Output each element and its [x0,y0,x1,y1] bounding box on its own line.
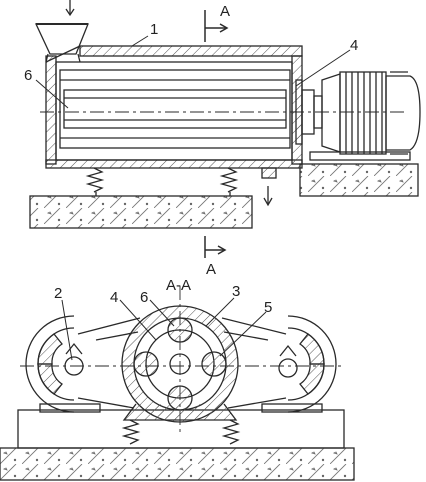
support-spring-section-right [221,419,241,445]
leader-1 [131,35,149,47]
support-spring-left [85,167,105,196]
leader-6 [35,79,69,109]
callout-s5: 5 [264,299,272,316]
support-spring-section-left [121,419,141,445]
section-view-drawing [0,286,355,481]
callout-6: 6 [24,67,32,84]
top-view-drawing [29,0,421,258]
labels: 1 4 6 A A A-A 2 4 6 3 5 [24,3,358,316]
rod-right [201,351,227,377]
foundation-slab-left [29,195,253,229]
callout-1: 1 [150,21,158,38]
electric-motor [309,71,421,161]
callout-s3: 3 [232,283,240,300]
discharge-chute [261,167,277,207]
callout-s2: 2 [54,285,62,302]
leader-s2 [61,299,73,361]
frame-plates [77,317,287,409]
section-mark-bottom [204,236,227,258]
section-letter-bottom: A [206,261,216,278]
section-title: A-A [166,277,191,294]
callout-s4: 4 [110,289,118,306]
support-spring-right [219,167,239,196]
feed-arrow [65,0,75,17]
callout-4: 4 [350,37,358,54]
leader-4 [295,49,351,87]
section-letter-top: A [220,3,230,20]
leader-s5 [219,311,267,357]
leader-s4 [119,299,157,341]
bearing-left [25,315,101,413]
drum [59,69,291,149]
bearing-right [261,315,337,413]
section-mark-top [204,10,229,42]
leader-s6 [149,299,175,327]
floor-concrete [0,447,355,481]
foundation-slab-motor [299,163,419,197]
rod-left [133,351,159,377]
callout-s6: 6 [140,289,148,306]
hopper [34,23,89,63]
leader-s3 [205,297,235,327]
housing [45,45,303,169]
